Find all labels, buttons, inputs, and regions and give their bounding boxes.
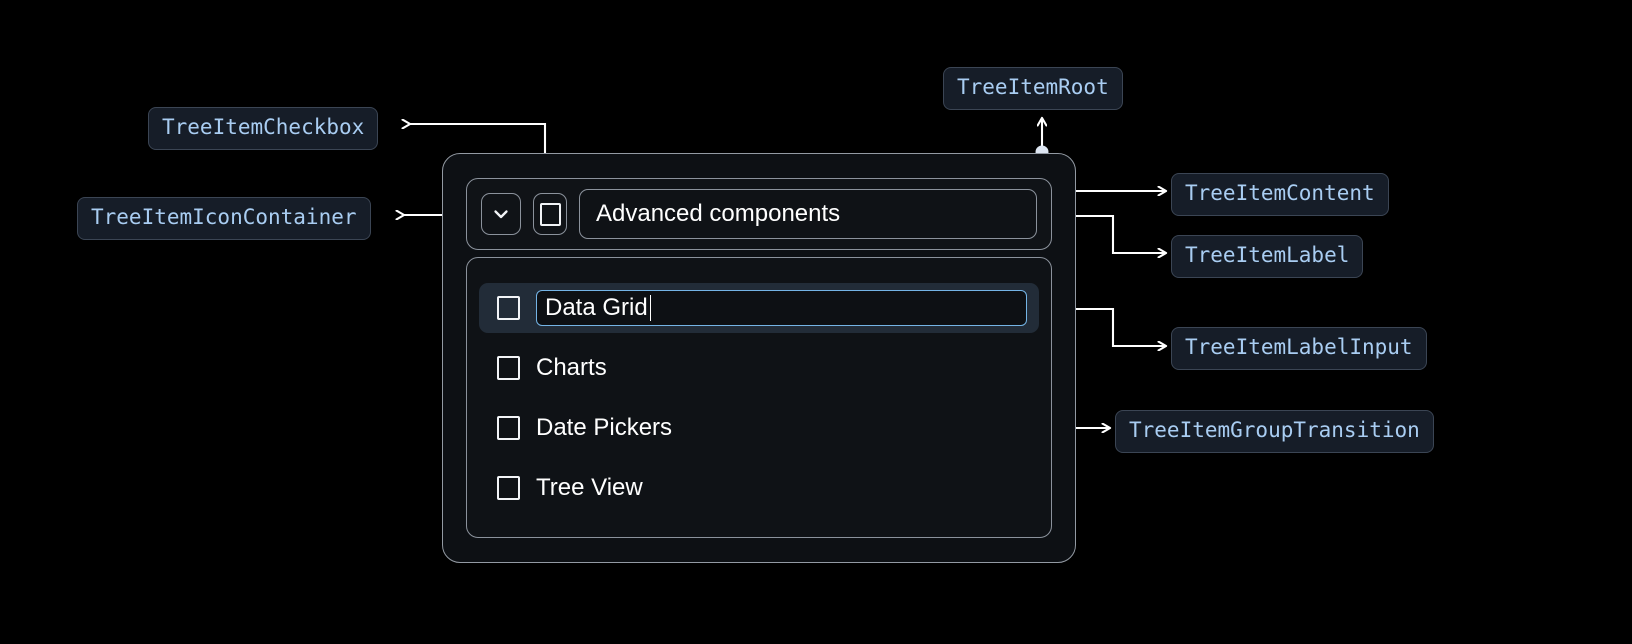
checkbox-unchecked-icon	[539, 202, 561, 226]
tree-item-label-input[interactable]: Data Grid	[536, 290, 1027, 326]
tree-item-label-input-value: Data Grid	[545, 294, 648, 321]
annotation-tree-item-icon-container: TreeItemIconContainer	[77, 197, 371, 240]
row-spacer	[467, 333, 1051, 343]
tree-item-row-data-grid[interactable]: Data Grid	[479, 283, 1039, 333]
tree-item-label[interactable]: Advanced components	[579, 189, 1037, 239]
tree-item-content[interactable]: Advanced components	[466, 178, 1052, 250]
tree-item-label-text: Advanced components	[596, 200, 841, 227]
text-caret	[649, 295, 652, 321]
annotation-tree-item-root: TreeItemRoot	[943, 67, 1123, 110]
tree-item-group-transition: Data Grid Charts Date Pickers Tree View	[466, 257, 1052, 538]
tree-item-checkbox[interactable]	[533, 193, 567, 235]
tree-item-label: Charts	[536, 354, 607, 381]
annotation-tree-item-group-transition: TreeItemGroupTransition	[1115, 410, 1434, 453]
tree-item-row-tree-view[interactable]: Tree View	[467, 463, 1051, 513]
tree-item-row-charts[interactable]: Charts	[467, 343, 1051, 393]
row-spacer	[467, 393, 1051, 403]
tree-item-row-date-pickers[interactable]: Date Pickers	[467, 403, 1051, 453]
chevron-down-icon	[489, 202, 513, 226]
tree-item-label: Tree View	[536, 474, 643, 501]
row-spacer	[467, 453, 1051, 463]
checkbox-unchecked-icon[interactable]	[497, 476, 520, 500]
checkbox-unchecked-icon[interactable]	[497, 416, 520, 440]
tree-item-icon-container[interactable]	[481, 193, 521, 235]
tree-item-label: Date Pickers	[536, 414, 673, 441]
annotation-tree-item-label-input: TreeItemLabelInput	[1171, 327, 1427, 370]
checkbox-unchecked-icon[interactable]	[497, 296, 520, 320]
annotation-tree-item-checkbox: TreeItemCheckbox	[148, 107, 379, 150]
annotation-tree-item-label: TreeItemLabel	[1171, 235, 1364, 278]
checkbox-unchecked-icon[interactable]	[497, 356, 520, 380]
annotation-tree-item-content: TreeItemContent	[1171, 173, 1389, 216]
